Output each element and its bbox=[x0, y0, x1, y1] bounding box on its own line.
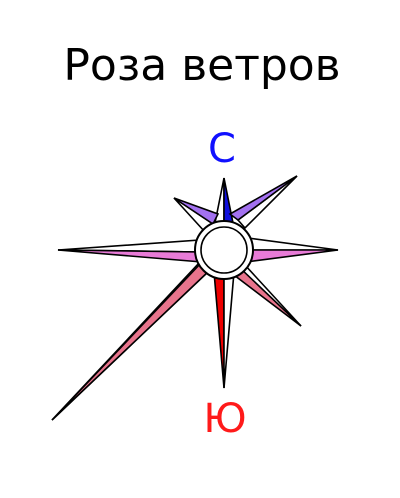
ray-northeast bbox=[230, 176, 297, 228]
south-label: Ю bbox=[203, 396, 246, 442]
center-inner-ring bbox=[201, 227, 247, 273]
ray-east bbox=[246, 238, 338, 262]
north-label: С bbox=[208, 126, 236, 172]
diagram-title: Роза ветров bbox=[63, 40, 340, 91]
rose-star bbox=[52, 176, 338, 420]
ray-west bbox=[58, 240, 202, 262]
ray-southwest bbox=[52, 262, 210, 420]
ray-south bbox=[214, 272, 234, 388]
